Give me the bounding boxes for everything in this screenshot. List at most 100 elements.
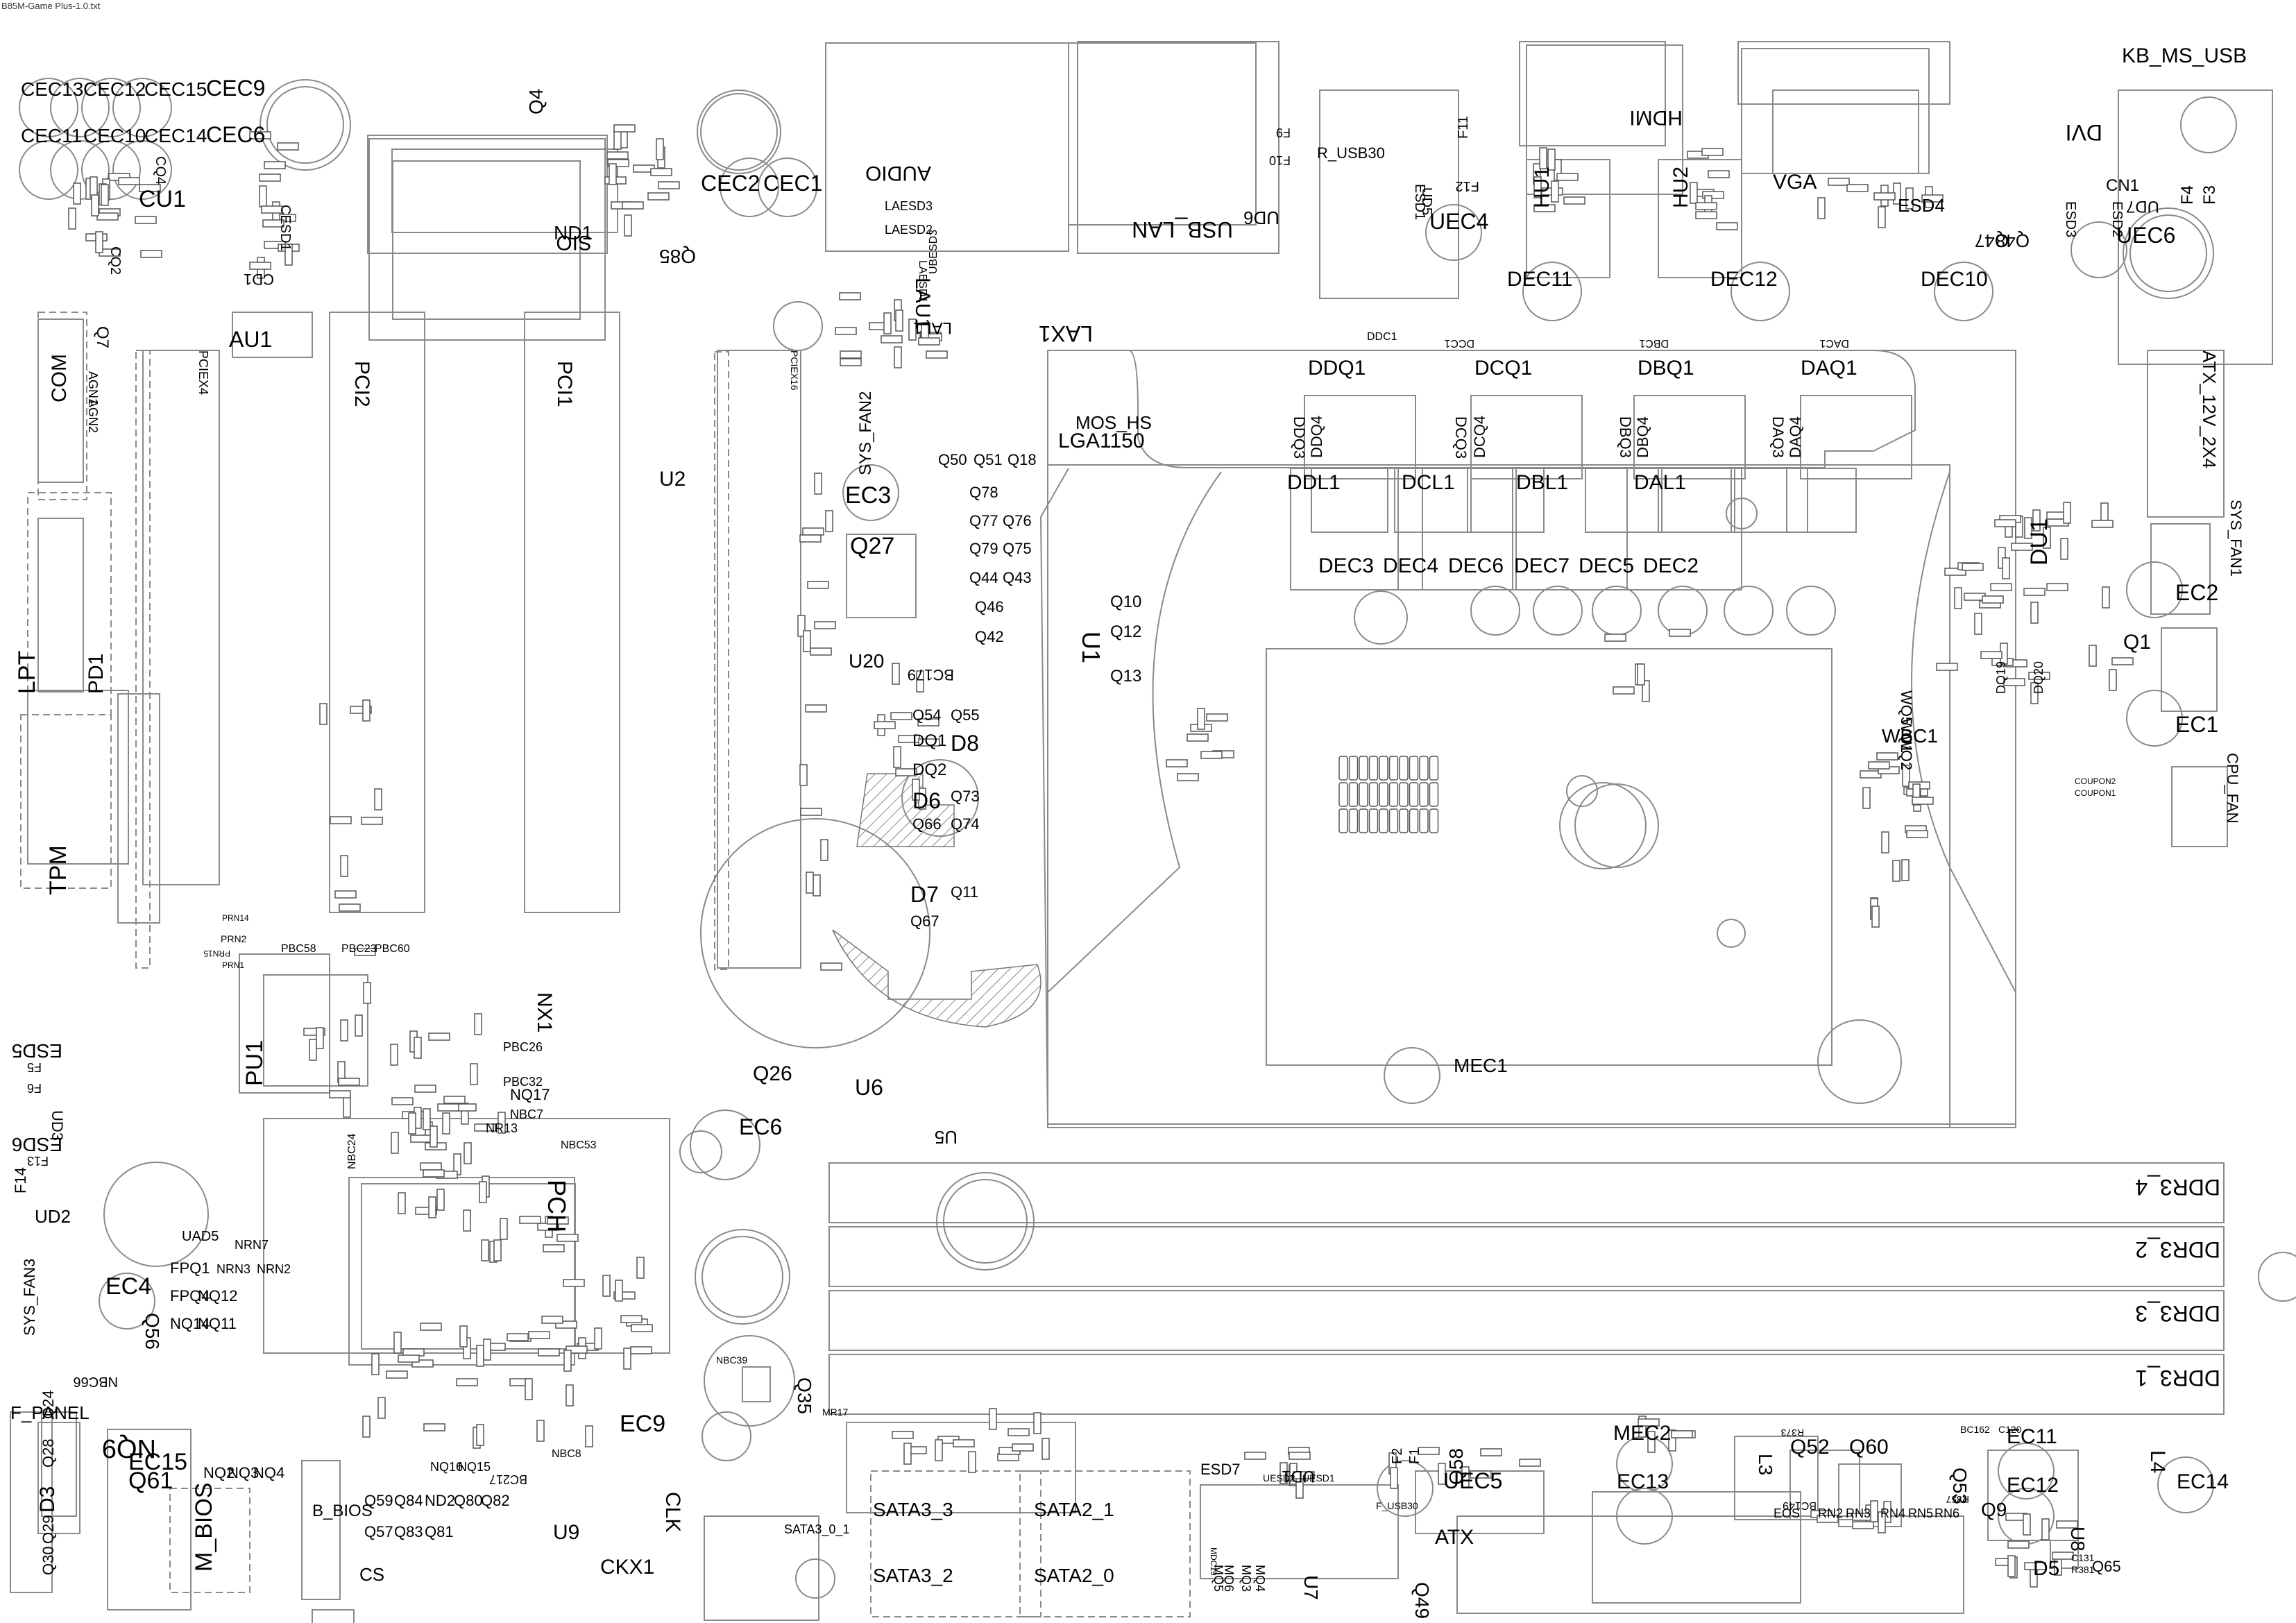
capacitor-outline: [701, 1236, 783, 1318]
capacitor-outline: [773, 301, 823, 351]
component-label-vga: VGA: [1773, 171, 1817, 194]
component-label-bc179: BC179: [908, 666, 954, 683]
outline-rect: [367, 135, 608, 254]
component-label-f1: F1: [1407, 1448, 1422, 1464]
capacitor-outline: [943, 1179, 1028, 1264]
smd-pad: [436, 1189, 445, 1211]
component-label-audio: AUDIO: [865, 162, 931, 185]
component-label-m-bios: M_BIOS: [191, 1483, 217, 1572]
component-label-lga1150: LGA1150: [1058, 430, 1145, 452]
component-label-ec1: EC1: [2175, 712, 2218, 737]
smd-pad: [1563, 196, 1585, 205]
smd-pad: [437, 1103, 459, 1112]
smd-pad: [1200, 751, 1223, 759]
component-label-mdc19: MDC19: [1209, 1547, 1218, 1576]
smd-pad: [2056, 1520, 2078, 1529]
smd-pad: [1690, 182, 1698, 204]
component-label-q66: Q66: [912, 815, 942, 833]
component-label-ud6: UD6: [1243, 207, 1279, 228]
smd-pad: [989, 1408, 997, 1430]
outline-rect: [828, 1354, 2225, 1415]
component-label-q9: Q9: [1981, 1499, 2007, 1520]
component-label-q85: Q85: [659, 246, 696, 267]
component-label-q81: Q81: [425, 1523, 454, 1540]
smd-pad: [420, 1323, 442, 1331]
capacitor-outline: [704, 1335, 795, 1427]
component-label-ddr3-1: DDR3_1: [2135, 1366, 2220, 1391]
outline-rect: [1019, 1470, 1191, 1617]
component-outlines: [10, 41, 2296, 1623]
component-label-du1: DU1: [2026, 518, 2052, 566]
capacitor-outline: [1730, 262, 1790, 321]
smd-pad: [354, 948, 376, 956]
wbc-cap: [1338, 756, 1348, 781]
smd-pad: [68, 207, 76, 230]
smd-pad: [430, 1125, 438, 1148]
component-label-pci2: PCI2: [350, 361, 373, 407]
socket-arc: [1911, 471, 2016, 993]
smd-pad: [139, 184, 161, 192]
smd-pad: [343, 1096, 351, 1118]
component-label-u2: U2: [659, 468, 686, 491]
wbc-cap: [1338, 782, 1348, 807]
wbc-cap: [1379, 756, 1388, 781]
smd-pad: [519, 1216, 541, 1224]
wbc-cap: [1338, 808, 1348, 833]
capacitor-outline: [19, 78, 78, 137]
component-label-q47: Q47: [1975, 230, 2009, 251]
smd-pad: [371, 1353, 380, 1375]
smd-pad: [361, 817, 383, 825]
smd-pad: [556, 1234, 579, 1242]
smd-pad: [391, 1097, 414, 1105]
smd-pad: [1547, 148, 1556, 171]
capacitor-outline: [1377, 1460, 1434, 1517]
smd-pad: [249, 131, 271, 139]
smd-pad: [918, 738, 940, 747]
outline-rect: [1734, 1436, 1819, 1520]
wbc-cap: [1359, 756, 1368, 781]
component-label-nbc8: NBC8: [552, 1448, 581, 1460]
smd-pad: [1519, 1459, 1541, 1467]
smd-pad: [355, 1014, 363, 1037]
component-label-q50: Q50: [938, 451, 967, 468]
component-label-q48: Q48: [1996, 230, 2030, 251]
component-label-f-usb30: F_USB30: [1376, 1500, 1418, 1511]
component-label-q54: Q54: [912, 706, 942, 724]
component-label-dcc1: DCC1: [1444, 337, 1474, 349]
component-label-cec13: CEC13: [21, 78, 83, 100]
smd-pad: [390, 1044, 398, 1066]
outline-rect: [1526, 44, 1683, 195]
smd-pad: [918, 337, 940, 346]
component-label-laesd2: LAESD2: [885, 223, 933, 237]
component-label-daq3: DAQ3: [1769, 416, 1787, 458]
smd-pad: [1852, 1521, 1874, 1529]
smd-pad: [631, 1324, 653, 1332]
component-label-q80: Q80: [454, 1492, 483, 1509]
smd-pad: [2043, 527, 2051, 549]
component-label-pch: PCH: [543, 1180, 571, 1232]
smd-pad: [903, 1443, 912, 1465]
component-label-esd4: ESD4: [1898, 195, 1945, 216]
component-label-au1: AU1: [229, 327, 272, 352]
wbc-cap: [1388, 782, 1399, 807]
wbc-cap: [1429, 808, 1439, 833]
component-label-q35: Q35: [794, 1377, 815, 1414]
wbc-cap: [1399, 756, 1409, 781]
component-label-nq11: NQ11: [198, 1315, 237, 1332]
smd-pad: [602, 1275, 611, 1297]
smd-pad: [1539, 147, 1547, 169]
smd-pad: [2060, 538, 2068, 560]
component-label-uesd2: UESD2: [1263, 1472, 1295, 1484]
smd-pad: [2030, 602, 2039, 624]
component-label-q42: Q42: [975, 628, 1004, 645]
smd-pad: [1390, 1467, 1398, 1489]
smd-pad: [1936, 663, 1958, 671]
capacitor-outline: [99, 1273, 155, 1329]
component-label-mr17: MR17: [822, 1407, 849, 1418]
component-label-q65: Q65: [2092, 1558, 2121, 1575]
smd-pad: [2063, 502, 2071, 524]
outline-rect: [717, 350, 801, 969]
smd-pad: [398, 1354, 420, 1363]
component-label-q56: Q56: [142, 1313, 163, 1350]
capacitor-outline: [679, 1130, 722, 1173]
